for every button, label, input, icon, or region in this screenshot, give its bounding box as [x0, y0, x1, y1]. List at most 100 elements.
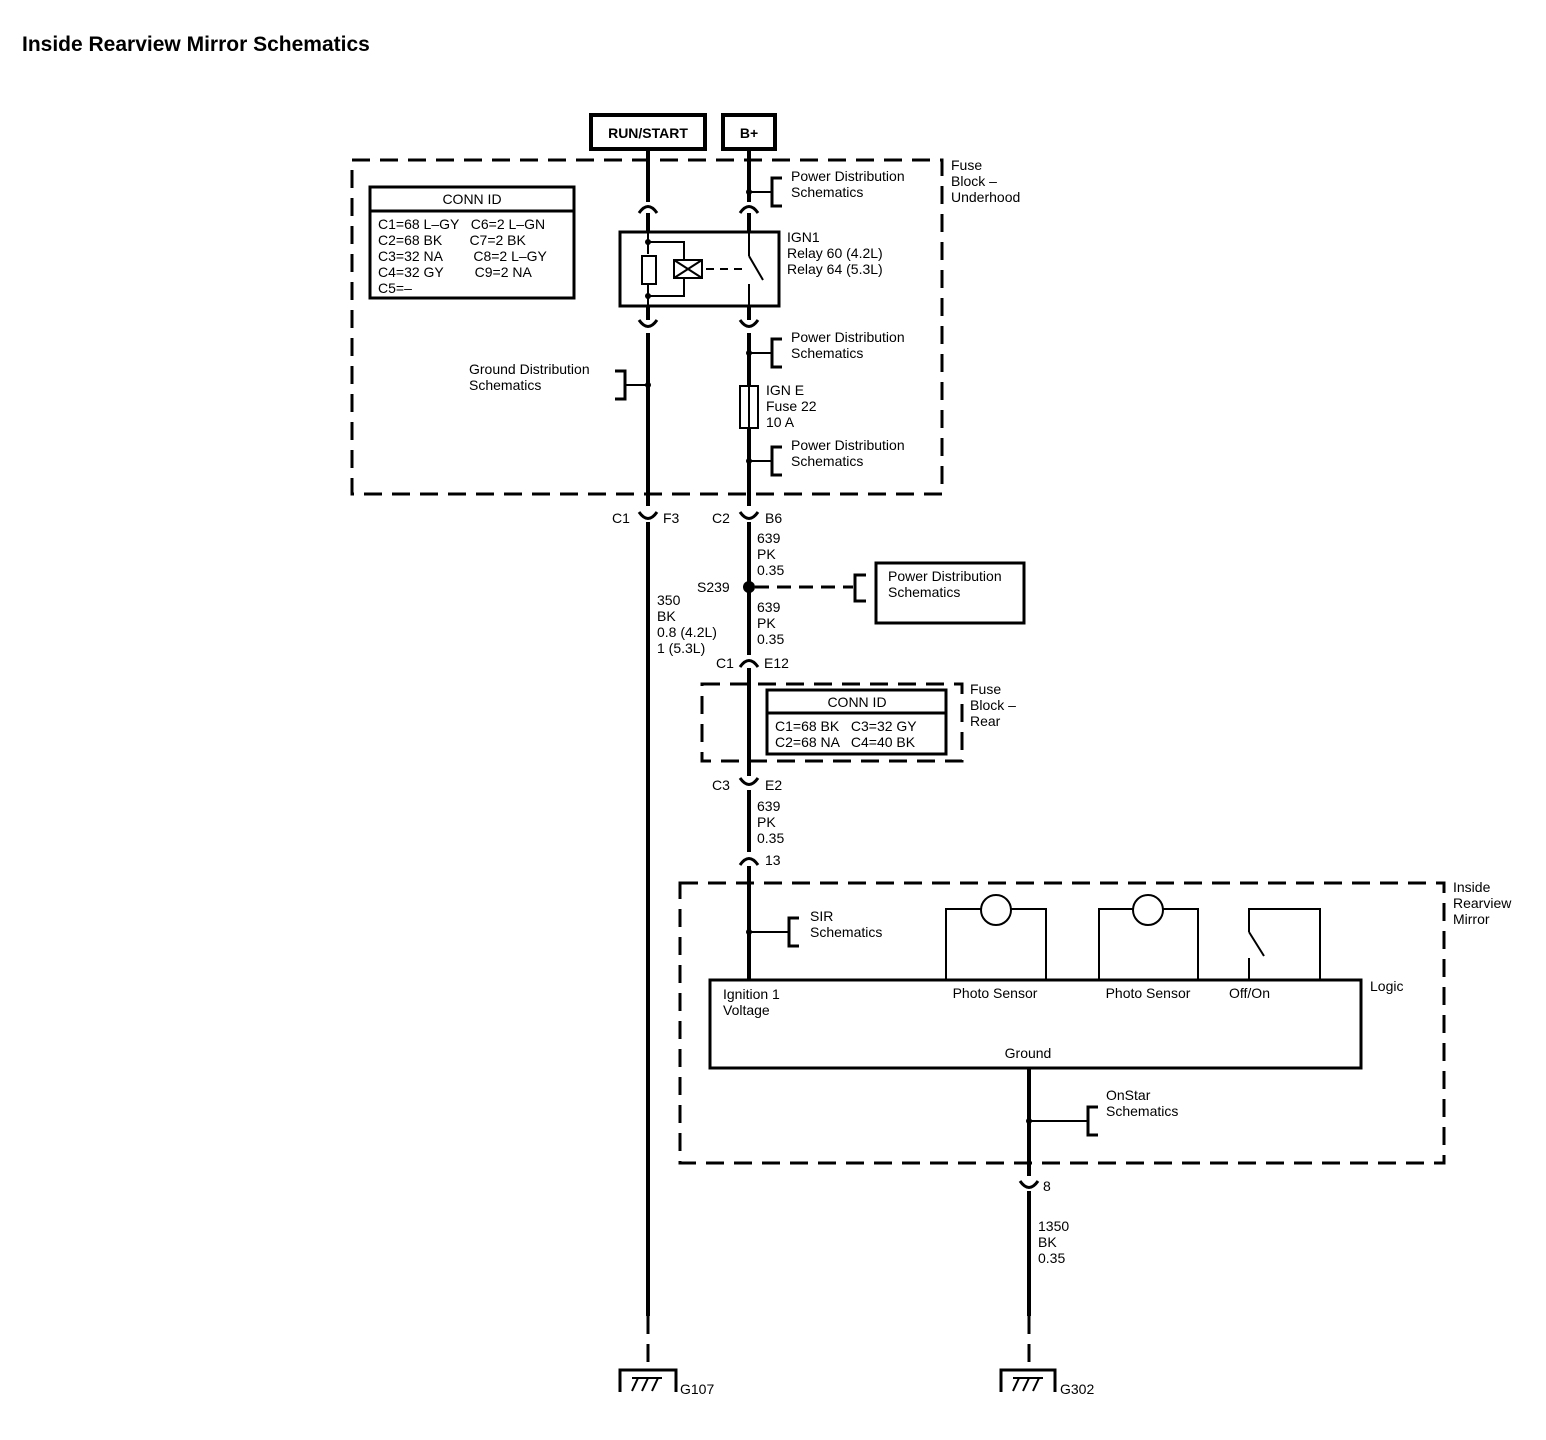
svg-text:Rearview: Rearview: [1453, 895, 1512, 911]
connector-f3-label: F3: [663, 510, 680, 526]
off-on-switch: [1248, 908, 1321, 980]
ground-label: Ground: [1005, 1045, 1052, 1061]
svg-text:Voltage: Voltage: [723, 1002, 770, 1018]
ground-g107-label: G107: [680, 1381, 714, 1397]
power-distribution-ref-1: Power Distribution Schematics: [746, 168, 905, 208]
svg-text:Relay 64 (5.3L): Relay 64 (5.3L): [787, 261, 883, 277]
svg-text:1350: 1350: [1038, 1218, 1069, 1234]
ign1-relay: [618, 230, 781, 308]
ground-g107: G107: [618, 1368, 714, 1397]
svg-text:Block –: Block –: [970, 697, 1016, 713]
page-title: Inside Rearview Mirror Schematics: [22, 33, 370, 56]
photo-sensor-2: [1098, 894, 1199, 980]
fuse-block-rear-outline: [700, 682, 964, 763]
svg-text:1 (5.3L): 1 (5.3L): [657, 640, 705, 656]
svg-text:0.35: 0.35: [1038, 1250, 1065, 1266]
svg-text:Fuse 22: Fuse 22: [766, 398, 817, 414]
ign-e-fuse: IGN E Fuse 22 10 A: [739, 382, 817, 430]
wire-label-639-b: 639 PK 0.35: [757, 599, 784, 647]
conn-id-table-rear: CONN ID C1=68 BK C3=32 GY C2=68 NA C4=40…: [765, 688, 948, 756]
svg-text:IGN E: IGN E: [766, 382, 804, 398]
conn-id-row: C5=–: [378, 280, 412, 296]
svg-text:350: 350: [657, 592, 681, 608]
svg-text:OnStar: OnStar: [1106, 1087, 1151, 1103]
svg-text:639: 639: [757, 530, 781, 546]
photo-sensor-1-label: Photo Sensor: [953, 985, 1038, 1001]
connector-b6-label: B6: [765, 510, 782, 526]
svg-text:Power Distribution: Power Distribution: [791, 437, 905, 453]
svg-text:Schematics: Schematics: [791, 345, 863, 361]
svg-text:PK: PK: [757, 546, 776, 562]
wire-label-639-a: 639 PK 0.35: [757, 530, 784, 578]
svg-text:IGN1: IGN1: [787, 229, 820, 245]
svg-text:PK: PK: [757, 814, 776, 830]
run-start-source: RUN/START: [589, 113, 707, 151]
svg-text:639: 639: [757, 798, 781, 814]
ground-g302-label: G302: [1060, 1381, 1094, 1397]
mirror-outline: [678, 881, 1446, 1165]
svg-text:0.35: 0.35: [757, 830, 784, 846]
ignition-voltage-label: Ignition 1: [723, 986, 780, 1002]
svg-text:10 A: 10 A: [766, 414, 795, 430]
splice-s239: S239 Power Distribution Schematics: [697, 561, 1026, 625]
conn-id-header: CONN ID: [442, 191, 501, 207]
wire-label-350: 350 BK 0.8 (4.2L) 1 (5.3L): [657, 592, 717, 656]
photo-sensor-1: [945, 894, 1047, 980]
svg-text:Underhood: Underhood: [951, 189, 1020, 205]
conn-id-row: C1=68 BK C3=32 GY: [775, 718, 917, 734]
svg-text:0.35: 0.35: [757, 562, 784, 578]
conn-id-row: C1=68 L–GY C6=2 L–GN: [378, 216, 545, 232]
connector-labels: C1 F3 C2 B6 C1 E12 C3 E2 13: [612, 510, 789, 868]
svg-text:B+: B+: [740, 125, 758, 141]
fuse-block-rear-label: Fuse Block – Rear: [970, 681, 1016, 729]
wire-label-639-c: 639 PK 0.35: [757, 798, 784, 846]
svg-text:BK: BK: [1038, 1234, 1057, 1250]
connector-c2-label: C2: [712, 510, 730, 526]
svg-text:Mirror: Mirror: [1453, 911, 1490, 927]
conn-id-row: C2=68 BK C7=2 BK: [378, 232, 527, 248]
svg-text:Power Distribution: Power Distribution: [791, 168, 905, 184]
conn-id-header: CONN ID: [827, 694, 886, 710]
ground-g302: G302: [999, 1368, 1094, 1397]
connector-c1-label: C1: [612, 510, 630, 526]
power-distribution-ref-2: Power Distribution Schematics: [746, 329, 905, 369]
svg-text:Schematics: Schematics: [791, 453, 863, 469]
logic-label: Logic: [1370, 978, 1403, 994]
svg-text:Fuse: Fuse: [951, 157, 982, 173]
connector-e2-label: E2: [765, 777, 782, 793]
conn-id-row: C2=68 NA C4=40 BK: [775, 734, 916, 750]
svg-text:Schematics: Schematics: [1106, 1103, 1178, 1119]
conn-id-row: C3=32 NA C8=2 L–GY: [378, 248, 548, 264]
svg-text:Ground Distribution: Ground Distribution: [469, 361, 590, 377]
fuse-block-underhood-label: Fuse Block – Underhood: [951, 157, 1020, 205]
svg-text:Schematics: Schematics: [810, 924, 882, 940]
connector-c1-rear-label: C1: [716, 655, 734, 671]
svg-text:Schematics: Schematics: [791, 184, 863, 200]
svg-text:BK: BK: [657, 608, 676, 624]
ign1-relay-label: IGN1 Relay 60 (4.2L) Relay 64 (5.3L): [787, 229, 883, 277]
connector-c3-label: C3: [712, 777, 730, 793]
svg-text:0.8 (4.2L): 0.8 (4.2L): [657, 624, 717, 640]
splice-s239-label: S239: [697, 579, 730, 595]
photo-sensor-2-label: Photo Sensor: [1106, 985, 1191, 1001]
conn-id-row: C4=32 GY C9=2 NA: [378, 264, 532, 280]
sir-schematics-ref: SIR Schematics: [746, 908, 882, 948]
svg-text:PK: PK: [757, 615, 776, 631]
svg-text:RUN/START: RUN/START: [608, 125, 688, 141]
onstar-schematics-ref: OnStar Schematics: [1026, 1087, 1178, 1137]
off-on-label: Off/On: [1229, 985, 1270, 1001]
svg-text:0.35: 0.35: [757, 631, 784, 647]
svg-text:639: 639: [757, 599, 781, 615]
wire-ground-1350: 8 1350 BK 0.35: [1018, 1068, 1069, 1370]
svg-text:Block –: Block –: [951, 173, 997, 189]
mirror-logic-module: Logic Ignition 1 Voltage Photo Sensor Ph…: [708, 978, 1403, 1070]
mirror-pin-13-label: 13: [765, 852, 781, 868]
ground-distribution-ref: Ground Distribution Schematics: [469, 361, 651, 401]
svg-text:Fuse: Fuse: [970, 681, 1001, 697]
mirror-pin-8-label: 8: [1043, 1178, 1051, 1194]
mirror-label: Inside Rearview Mirror: [1453, 879, 1512, 927]
conn-id-table-underhood: CONN ID C1=68 L–GY C6=2 L–GN C2=68 BK C7…: [368, 185, 576, 300]
svg-text:Rear: Rear: [970, 713, 1001, 729]
svg-text:Power Distribution: Power Distribution: [791, 329, 905, 345]
svg-text:Power Distribution: Power Distribution: [888, 568, 1002, 584]
